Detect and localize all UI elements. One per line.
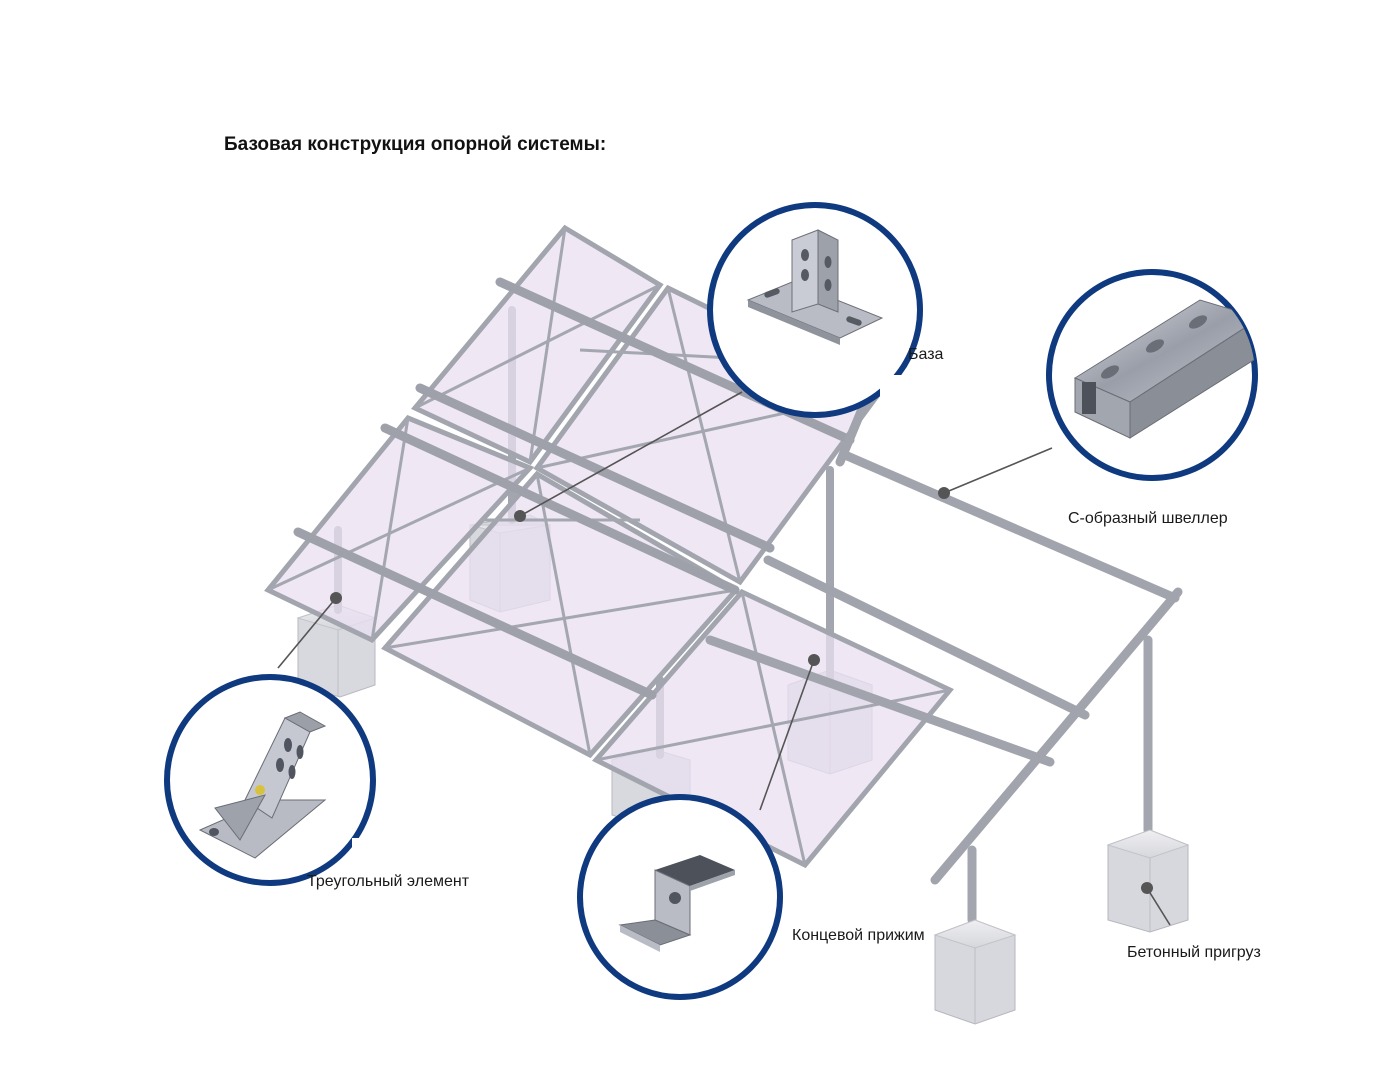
triangle-bracket-icon — [198, 711, 327, 859]
c-channel-icon — [1073, 299, 1255, 439]
page-title: Базовая конструкция опорной системы: — [224, 134, 607, 155]
base-bracket-icon — [746, 229, 884, 345]
label-end-clamp: Концевой прижим — [792, 927, 925, 944]
callout-dot — [808, 654, 820, 666]
c-channel-callout — [1046, 269, 1258, 481]
support-posts-front — [967, 635, 1153, 925]
callout-dot — [938, 487, 950, 499]
callout-dot — [514, 510, 526, 522]
callout-dot — [1141, 882, 1153, 894]
base-callout — [707, 202, 923, 425]
label-base: База — [908, 346, 944, 363]
triangle-element-callout — [164, 674, 392, 888]
concrete-block — [933, 919, 1017, 1025]
label-c-channel: С-образный швеллер — [1068, 510, 1228, 527]
label-triangle-element: Треугольный элемент — [307, 873, 470, 890]
concrete-block — [1106, 829, 1190, 933]
c-channel-beams — [705, 385, 1183, 885]
end-clamp-callout — [577, 794, 783, 1000]
callout-dot — [330, 592, 342, 604]
end-clamp-icon — [618, 855, 735, 952]
label-concrete-ballast: Бетонный пригруз — [1127, 944, 1261, 961]
callout-leaders — [277, 391, 1171, 926]
